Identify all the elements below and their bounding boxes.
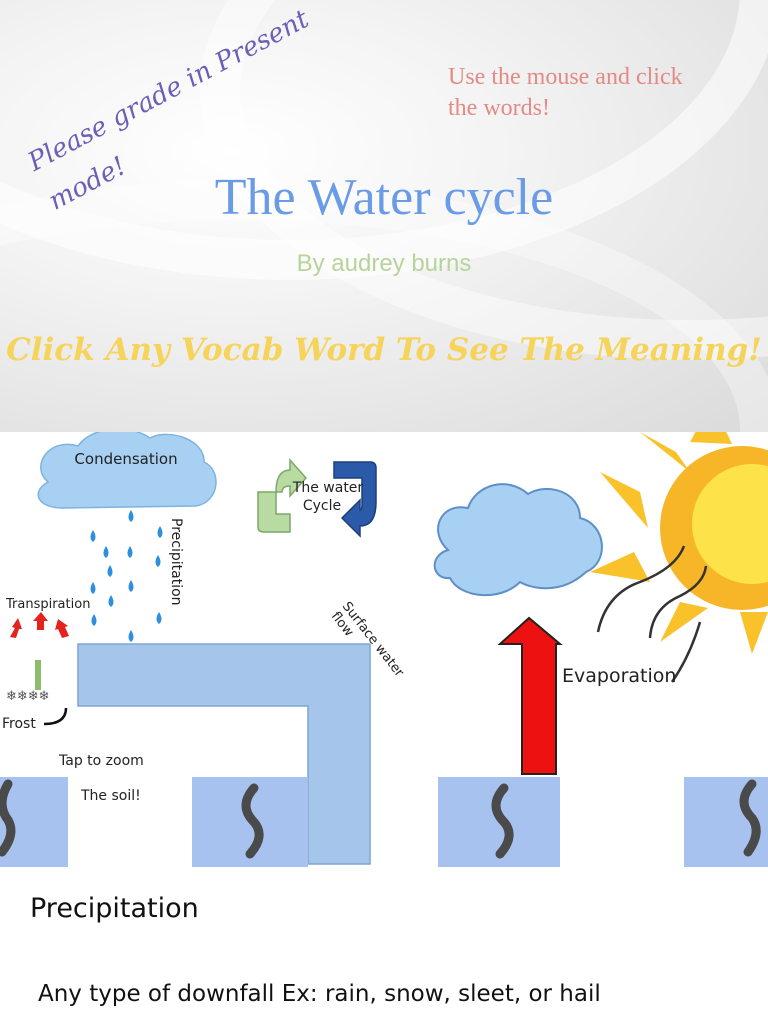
worm-icon xyxy=(241,783,264,859)
raindrop-icon xyxy=(108,595,114,607)
page-title: The Water cycle xyxy=(214,169,554,226)
mouse-instruction: Use the mouse and click the words! xyxy=(448,64,683,121)
raindrop-icon xyxy=(103,546,109,558)
worm-icon xyxy=(491,783,514,859)
diagram-canvas: Condensation Precipitation The water Cyc… xyxy=(0,432,768,867)
evaporation-arrow-icon xyxy=(497,616,563,775)
heat-wave xyxy=(648,565,708,639)
condensation-cloud[interactable] xyxy=(37,432,217,509)
worm-icons xyxy=(0,779,761,859)
raindrop-icon xyxy=(90,530,96,542)
raindrop-icon xyxy=(128,580,134,592)
plant-stem xyxy=(35,660,41,690)
cycle-label-line1[interactable]: The water xyxy=(292,480,364,496)
heat-wave xyxy=(670,621,702,683)
vocab-term: Precipitation xyxy=(30,893,199,924)
arrow-up-icon xyxy=(10,618,22,638)
arrow-up-icon xyxy=(33,612,48,630)
cycle-arrows-icon xyxy=(257,458,377,538)
raindrop-icon xyxy=(107,565,113,577)
raindrop-icon xyxy=(91,614,97,626)
arrow-up-icon xyxy=(55,619,69,638)
frost-label[interactable]: Frost xyxy=(2,716,36,732)
snowflake-icons: ❄❄❄❄ xyxy=(6,689,50,704)
cycle-label-line2[interactable]: Cycle xyxy=(303,498,341,514)
precipitation-label[interactable]: Precipitation xyxy=(168,518,184,606)
evaporation-label[interactable]: Evaporation xyxy=(562,665,676,687)
transpiration-arrows xyxy=(10,612,69,638)
sun-icon xyxy=(590,432,768,654)
raindrop-icon xyxy=(90,582,96,594)
worm-icon xyxy=(0,779,16,857)
author-byline: By audrey burns xyxy=(296,250,472,277)
raindrop-icon xyxy=(128,630,134,642)
condensation-label[interactable]: Condensation xyxy=(74,450,177,468)
transpiration-label[interactable]: Transpiration xyxy=(5,597,90,612)
definition-slide: Precipitation Any type of downfall Ex: r… xyxy=(0,867,768,1024)
raindrop-icon xyxy=(127,546,133,558)
water-cycle-diagram[interactable]: Condensation Precipitation The water Cyc… xyxy=(0,432,768,867)
soil-label[interactable]: The soil! xyxy=(80,788,141,804)
raindrop-icon xyxy=(155,555,161,567)
heat-waves xyxy=(596,545,708,683)
vocab-instruction: Click Any Vocab Word To See The Meaning! xyxy=(6,332,762,368)
raindrop-icon xyxy=(157,526,163,538)
raindrops xyxy=(90,510,163,642)
frost-pointer xyxy=(43,707,68,726)
evaporation-cloud[interactable] xyxy=(433,483,603,596)
title-slide: Please grade in Present mode! Use the mo… xyxy=(0,0,768,432)
worm-icon xyxy=(739,779,761,857)
heat-wave xyxy=(596,545,686,633)
vocab-definition: Any type of downfall Ex: rain, snow, sle… xyxy=(38,981,601,1007)
raindrop-icon xyxy=(128,510,134,522)
raindrop-icon xyxy=(156,612,162,624)
tap-to-zoom-hint[interactable]: Tap to zoom xyxy=(58,753,144,769)
